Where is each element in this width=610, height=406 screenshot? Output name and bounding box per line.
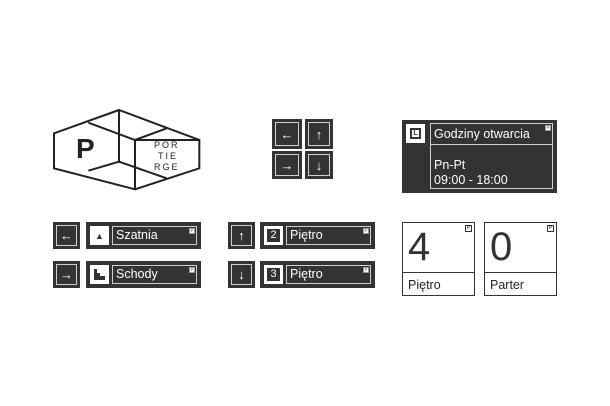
- logo-wordmark: POR TIE RGE: [154, 140, 180, 173]
- p-mark: P: [547, 225, 554, 232]
- arrow-box: ←: [53, 222, 80, 249]
- label-frame: [286, 226, 371, 245]
- stairs-icon: [90, 265, 109, 284]
- arrow-left-icon: ←: [56, 225, 77, 246]
- divider: [403, 272, 474, 273]
- sign-floor-2: 2 Piętro P: [260, 222, 375, 249]
- arrow-box: ↓: [228, 261, 255, 288]
- sign-label: Szatnia: [116, 228, 158, 242]
- floor-label: Piętro: [408, 278, 441, 292]
- arrow-box: →: [53, 261, 80, 288]
- opening-hours-sign: L Godziny otwarcia Pn-Pt 09:00 - 18:00 P: [402, 120, 557, 193]
- floor-label: Parter: [490, 278, 525, 292]
- arrow-tile-down: ↓: [305, 151, 333, 179]
- wordmark-line: POR: [154, 140, 180, 150]
- p-mark: P: [545, 125, 551, 131]
- hours-time: 09:00 - 18:00: [434, 173, 508, 187]
- arrow-up-icon: ↑: [308, 122, 330, 146]
- arrow-right-icon: →: [56, 264, 77, 285]
- clock-icon: L: [406, 124, 425, 143]
- hours-body-frame: [430, 144, 553, 189]
- label-frame: [112, 265, 197, 284]
- sign-schody: Schody P: [86, 261, 201, 288]
- sign-label: Schody: [116, 267, 158, 281]
- arrow-down-icon: ↓: [308, 154, 330, 176]
- hours-title: Godziny otwarcia: [434, 127, 530, 141]
- floor-card-0: 0 P Parter: [484, 222, 557, 296]
- floor-number: 4: [408, 225, 431, 269]
- arrow-tile-right: →: [272, 151, 302, 179]
- sign-label: Piętro: [290, 228, 323, 242]
- label-frame: [112, 226, 197, 245]
- arrow-box: ↑: [228, 222, 255, 249]
- arrow-left-icon: ←: [275, 122, 299, 146]
- floor-card-4: 4 P Piętro: [402, 222, 475, 296]
- label-frame: [286, 265, 371, 284]
- p-mark: P: [189, 228, 195, 234]
- wordmark-line: TIE: [158, 151, 179, 161]
- p-mark: P: [363, 228, 369, 234]
- arrow-tile-left: ←: [272, 119, 302, 149]
- arrow-right-icon: →: [275, 154, 299, 176]
- logo-letter: P: [76, 133, 95, 164]
- p-mark: P: [363, 267, 369, 273]
- sign-floor-3: 3 Piętro P: [260, 261, 375, 288]
- wordmark-line: RGE: [154, 162, 180, 172]
- floor-number: 0: [490, 225, 513, 269]
- arrow-down-icon: ↓: [231, 264, 252, 285]
- p-mark: P: [465, 225, 472, 232]
- jacket-icon: ▲: [90, 226, 109, 245]
- sign-label: Piętro: [290, 267, 323, 281]
- floor-number-icon: 3: [264, 265, 283, 284]
- sign-szatnia: ▲ Szatnia P: [86, 222, 201, 249]
- divider: [485, 272, 556, 273]
- floor-number-icon: 2: [264, 226, 283, 245]
- logo-cube-icon: [53, 108, 201, 191]
- p-mark: P: [189, 267, 195, 273]
- portierge-logo: P POR TIE RGE: [40, 100, 220, 200]
- floor-number: 3: [267, 268, 280, 281]
- hours-days: Pn-Pt: [434, 158, 466, 172]
- floor-number: 2: [267, 229, 280, 242]
- arrow-up-icon: ↑: [231, 225, 252, 246]
- arrow-tile-up: ↑: [305, 119, 333, 149]
